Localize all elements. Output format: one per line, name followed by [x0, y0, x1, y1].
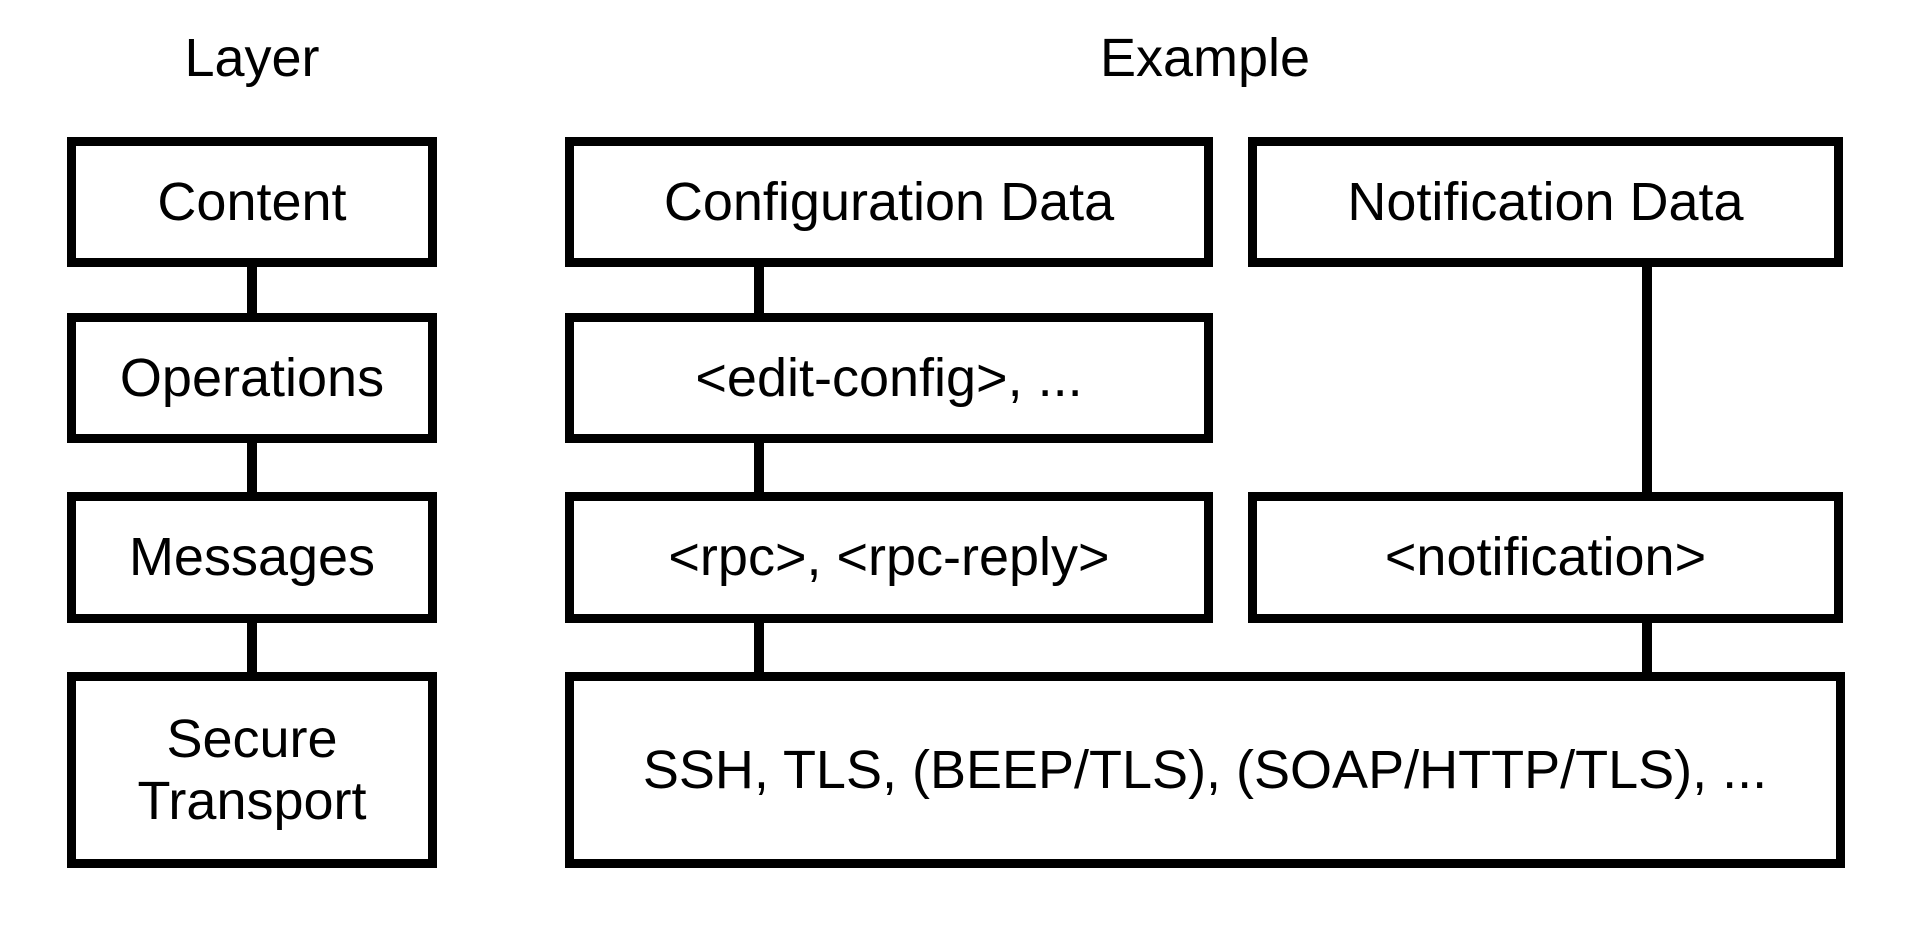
box-edit-config-example: <edit-config>, ... [565, 313, 1213, 443]
box-secure-transport-layer: Secure Transport [67, 672, 437, 868]
connector-messages-secure-transport [247, 623, 257, 672]
box-operations-layer: Operations [67, 313, 437, 443]
connector-edit-config-rpc [754, 443, 764, 492]
box-configuration-data-example: Configuration Data [565, 137, 1213, 267]
box-secure-transports-example: SSH, TLS, (BEEP/TLS), (SOAP/HTTP/TLS), .… [565, 672, 1845, 868]
connector-rpc-transports [754, 623, 764, 672]
connector-configuration-data-edit-config [754, 267, 764, 313]
connector-notification-transports [1642, 623, 1652, 672]
box-notification-example: <notification> [1248, 492, 1843, 623]
connector-operations-messages [247, 443, 257, 492]
column-header-example: Example [1099, 28, 1311, 88]
column-header-layer: Layer [184, 28, 320, 88]
box-content-layer: Content [67, 137, 437, 267]
connector-content-operations [247, 267, 257, 313]
box-messages-layer: Messages [67, 492, 437, 623]
box-notification-data-example: Notification Data [1248, 137, 1843, 267]
box-rpc-rpc-reply-example: <rpc>, <rpc-reply> [565, 492, 1213, 623]
connector-notification-data-notification [1642, 267, 1652, 492]
